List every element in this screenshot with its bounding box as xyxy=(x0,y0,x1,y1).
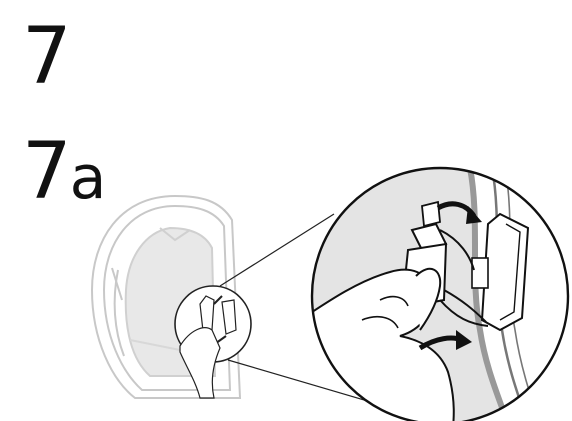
zoom-detail-circle xyxy=(300,168,568,421)
